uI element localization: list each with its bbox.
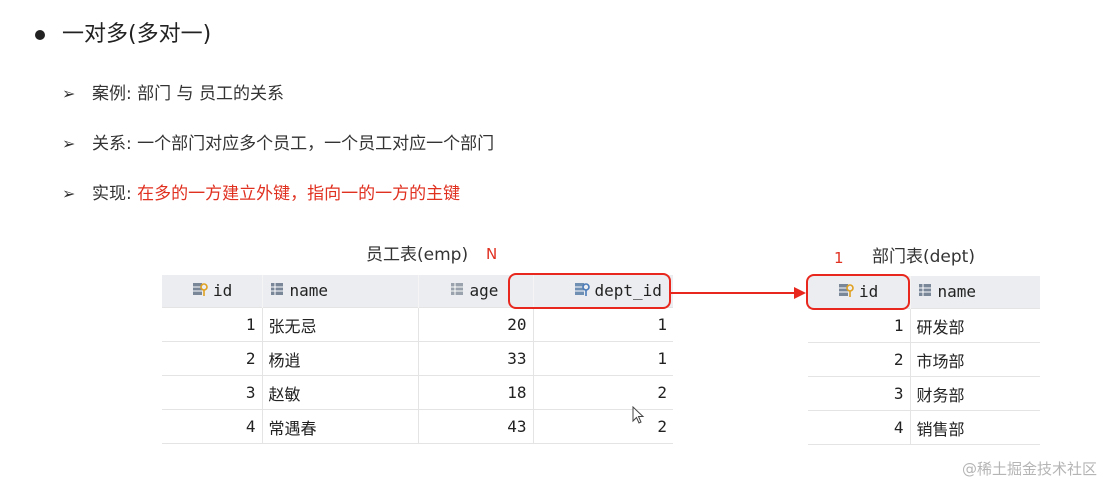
- foreign-key-highlight: [508, 273, 671, 309]
- cell-name: 市场部: [910, 342, 1040, 377]
- point-example: 案例: 部门 与 员工的关系: [92, 82, 284, 106]
- cell-dept-id: 1: [533, 341, 673, 376]
- column-label: id: [213, 280, 233, 300]
- emp-col-age[interactable]: age: [418, 275, 534, 308]
- cell-id: 1: [162, 307, 263, 342]
- cell-age: 20: [418, 307, 534, 342]
- cell-name: 常遇春: [262, 409, 419, 444]
- column-icon: [269, 281, 285, 301]
- cell-age: 43: [418, 409, 534, 444]
- table-row[interactable]: 1 张无忌 20 1: [162, 307, 673, 342]
- primary-key-column-icon: [192, 281, 208, 301]
- section-heading: 一对多(多对一): [62, 22, 212, 47]
- foreign-key-column-icon: [574, 281, 590, 301]
- arrow-bullet-icon: ➢: [62, 84, 76, 103]
- emp-col-id[interactable]: id: [162, 275, 263, 308]
- column-label: name: [289, 280, 329, 300]
- cell-id: 3: [808, 376, 911, 411]
- cell-id: 4: [162, 409, 263, 444]
- column-icon: [917, 282, 933, 302]
- cell-name: 财务部: [910, 376, 1040, 411]
- cell-age: 18: [418, 375, 534, 410]
- dept-col-name[interactable]: name: [910, 276, 1040, 309]
- mouse-cursor-icon: [632, 406, 645, 424]
- emp-table: id name age dept_id 1 张无忌 20: [162, 275, 673, 444]
- bullet-dot: [35, 30, 45, 40]
- cell-name: 销售部: [910, 410, 1040, 445]
- point-highlight: 在多的一方建立外键，指向一的一方的主键: [137, 184, 461, 204]
- cell-id: 4: [808, 410, 911, 445]
- dept-col-id[interactable]: id: [808, 276, 911, 309]
- arrow-bullet-icon: ➢: [62, 184, 76, 203]
- table-row[interactable]: 3 财务部: [808, 376, 1040, 411]
- column-icon: [449, 281, 465, 301]
- column-label: age: [469, 280, 499, 300]
- dept-table-caption: 部门表(dept): [872, 247, 975, 267]
- cell-name: 赵敏: [262, 375, 419, 410]
- primary-key-highlight: [806, 274, 910, 310]
- emp-cardinality: N: [486, 245, 498, 263]
- column-label: name: [937, 281, 977, 301]
- cell-dept-id: 2: [533, 375, 673, 410]
- point-text: 实现:: [92, 184, 138, 204]
- point-text: 关系: 一个部门对应多个员工，一个员工对应一个部门: [92, 134, 495, 154]
- cell-id: 3: [162, 375, 263, 410]
- relation-arrow: [671, 287, 806, 299]
- arrow-head-icon: [794, 287, 806, 299]
- point-text: 案例: 部门 与 员工的关系: [92, 84, 284, 104]
- emp-col-dept-id[interactable]: dept_id: [533, 275, 673, 308]
- point-relation: 关系: 一个部门对应多个员工，一个员工对应一个部门: [92, 132, 494, 156]
- cell-age: 33: [418, 341, 534, 376]
- table-row[interactable]: 1 研发部: [808, 308, 1040, 343]
- column-label: id: [859, 281, 879, 301]
- primary-key-column-icon: [838, 282, 854, 302]
- table-row[interactable]: 3 赵敏 18 2: [162, 375, 673, 410]
- cell-name: 杨逍: [262, 341, 419, 376]
- emp-table-caption: 员工表(emp): [366, 245, 469, 265]
- arrow-bullet-icon: ➢: [62, 134, 76, 153]
- column-label: dept_id: [594, 280, 662, 300]
- cell-name: 研发部: [910, 308, 1040, 343]
- table-row[interactable]: 2 杨逍 33 1: [162, 341, 673, 376]
- table-row[interactable]: 2 市场部: [808, 342, 1040, 377]
- cell-dept-id: 2: [533, 409, 673, 444]
- dept-cardinality: 1: [834, 249, 844, 267]
- table-row[interactable]: 4 常遇春 43 2: [162, 409, 673, 444]
- cell-id: 1: [808, 308, 911, 343]
- cell-id: 2: [808, 342, 911, 377]
- dept-table: id name 1 研发部 2 市场部 3 财务部 4 销售部: [808, 276, 1040, 445]
- dept-header-row: id name: [808, 276, 1040, 309]
- cell-id: 2: [162, 341, 263, 376]
- emp-col-name[interactable]: name: [262, 275, 419, 308]
- cell-name: 张无忌: [262, 307, 419, 342]
- point-implementation: 实现: 在多的一方建立外键，指向一的一方的主键: [92, 182, 460, 206]
- cell-dept-id: 1: [533, 307, 673, 342]
- table-row[interactable]: 4 销售部: [808, 410, 1040, 445]
- watermark: @稀土掘金技术社区: [961, 460, 1097, 478]
- emp-header-row: id name age dept_id: [162, 275, 673, 308]
